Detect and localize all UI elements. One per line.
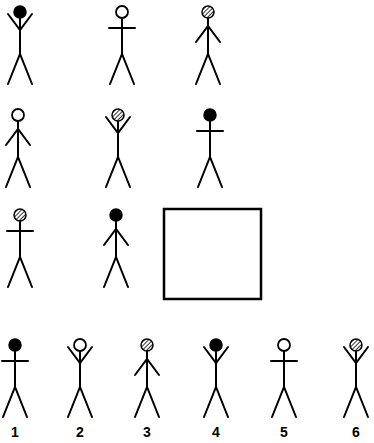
stick-figure xyxy=(8,6,32,84)
option-figure xyxy=(204,339,228,417)
option-figure xyxy=(68,339,92,417)
option-figure xyxy=(135,339,159,417)
stick-figure xyxy=(197,109,223,187)
stick-figure xyxy=(7,209,33,287)
option-number: 3 xyxy=(135,424,159,440)
stick-figure xyxy=(6,109,30,187)
option-figure xyxy=(271,339,297,417)
stick-figure xyxy=(106,109,130,187)
option-figure xyxy=(344,339,368,417)
option-number: 1 xyxy=(3,424,27,440)
option-number: 5 xyxy=(272,424,296,440)
option-number: 4 xyxy=(204,424,228,440)
option-figure xyxy=(2,339,28,417)
stick-figure xyxy=(104,209,128,287)
empty-answer-box xyxy=(164,209,261,299)
stick-figure xyxy=(196,6,220,84)
stick-figure xyxy=(109,6,135,84)
option-number: 2 xyxy=(68,424,92,440)
option-number: 6 xyxy=(344,424,368,440)
